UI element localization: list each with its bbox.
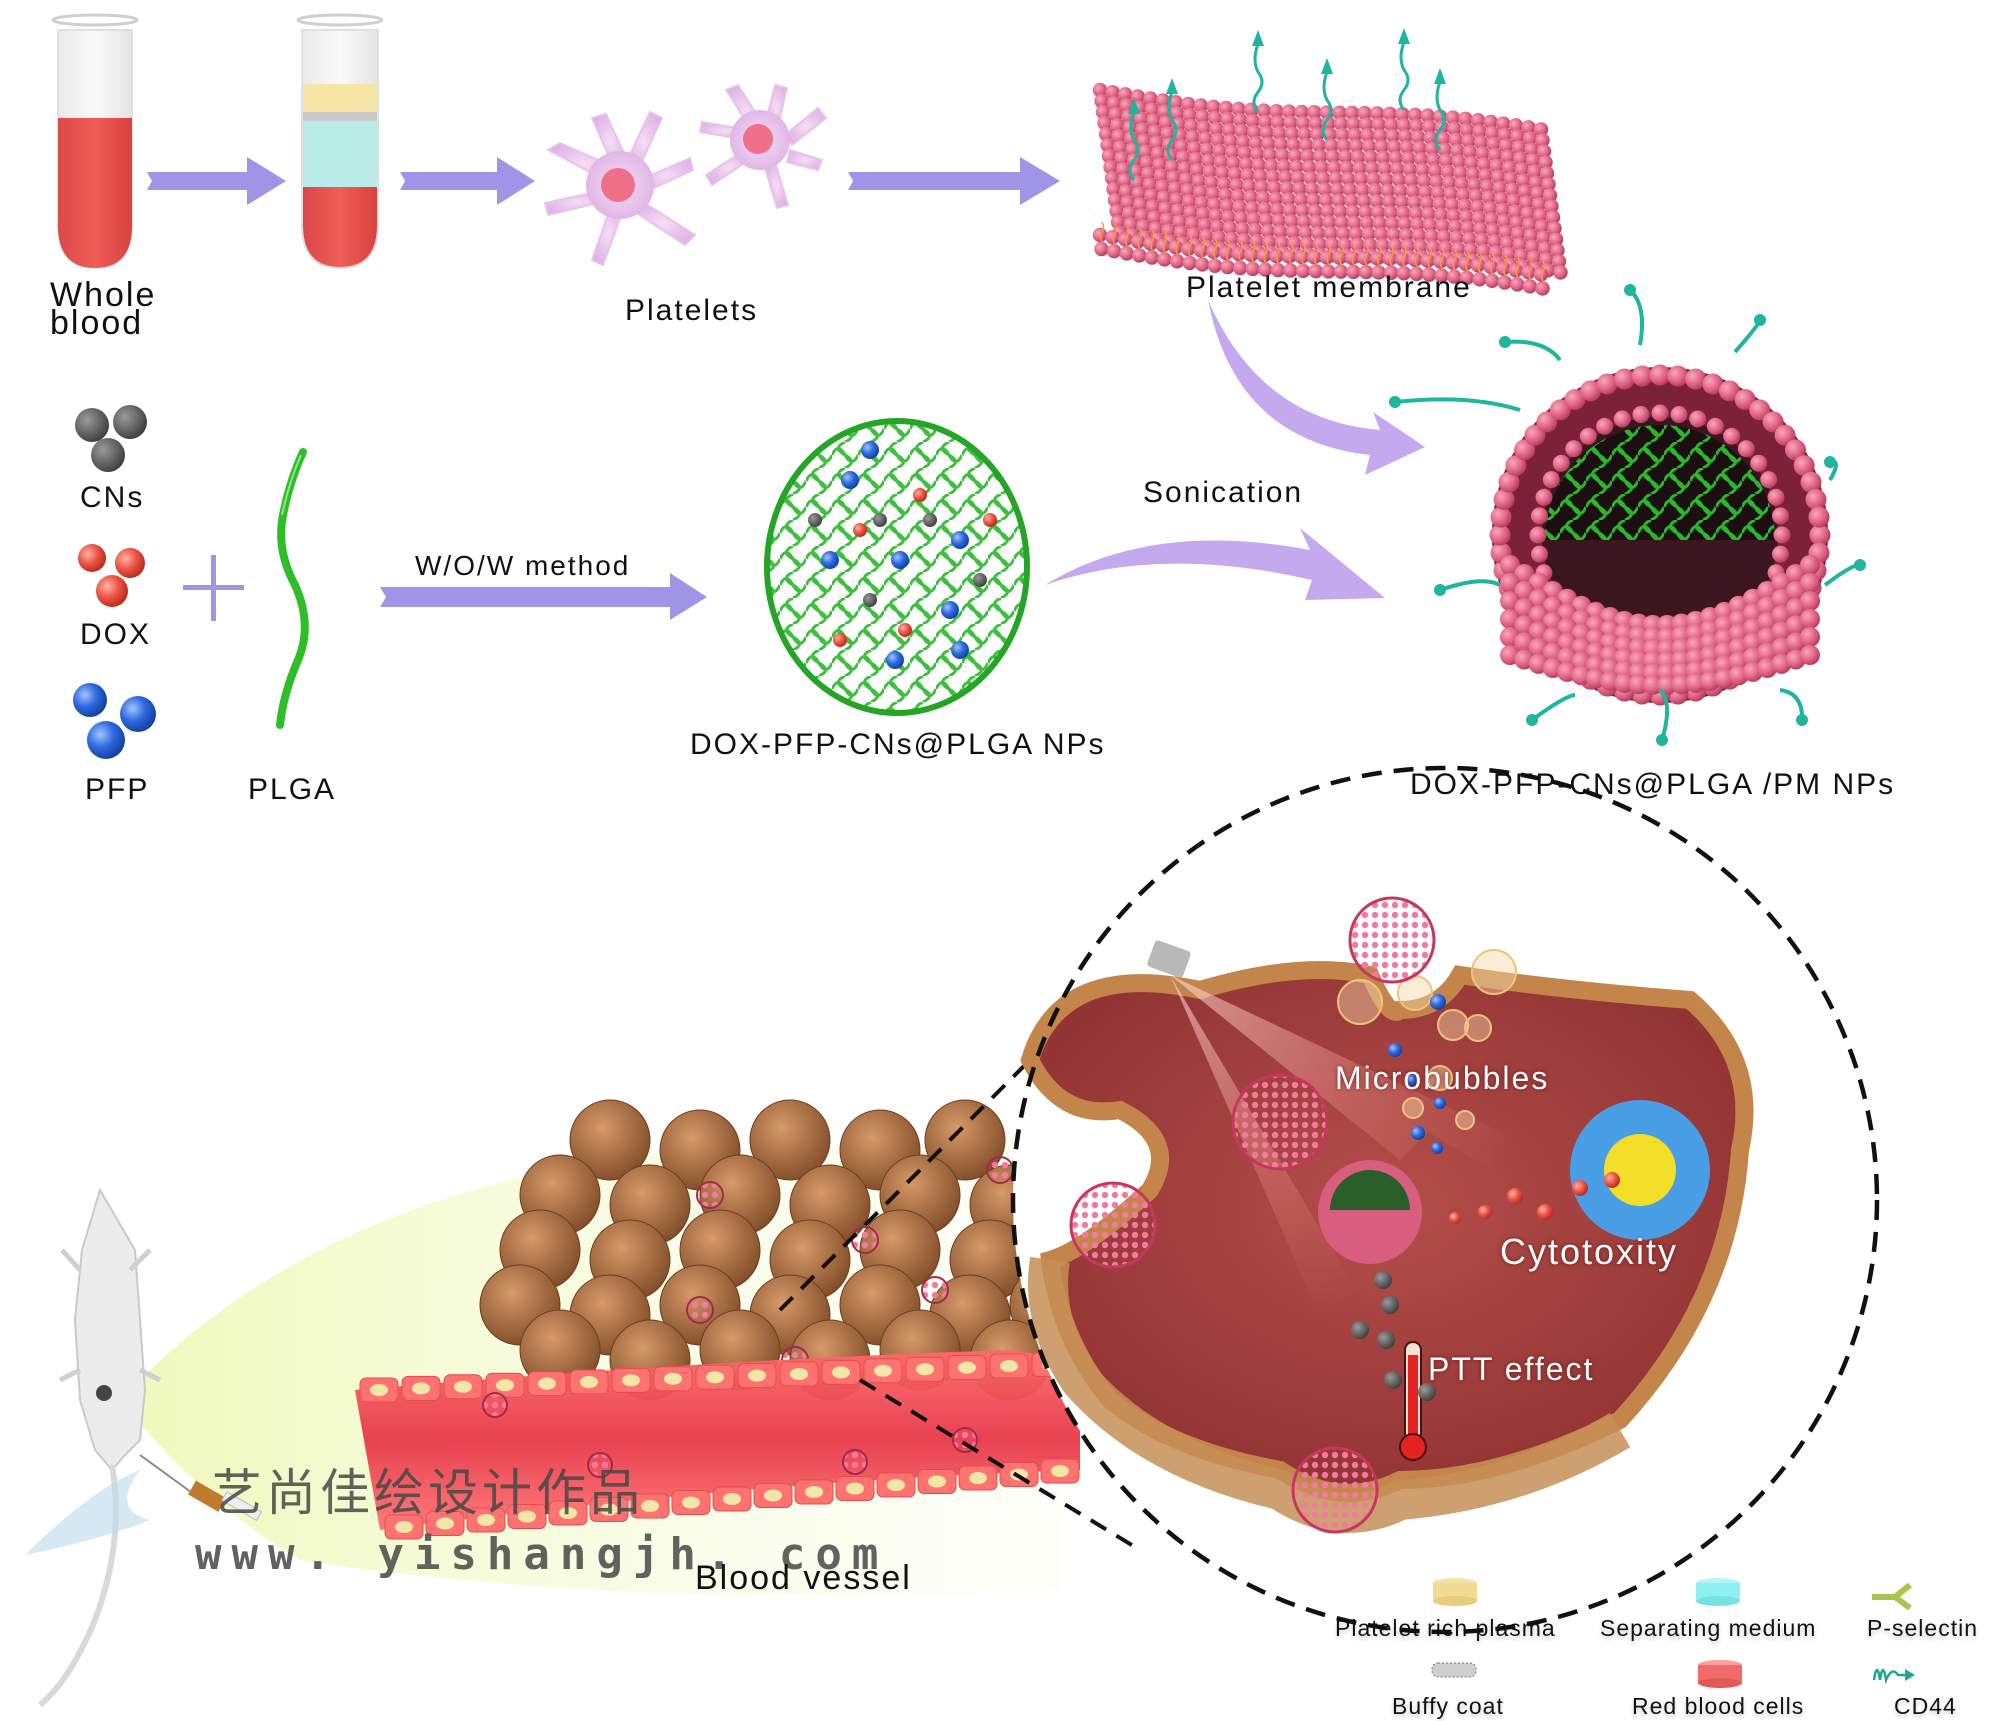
legend-label-platelet-rich-plasma: Platelet rich plasma (1335, 1615, 1556, 1641)
pfp-spheres (73, 683, 156, 759)
wow-method-label: W/O/W method (415, 550, 631, 581)
whole-blood-label-line2: blood (50, 303, 144, 342)
nanoparticle (921, 1276, 949, 1304)
pfp-label: PFP (85, 773, 150, 806)
red-disc-icon (1698, 1660, 1742, 1688)
curved-arrow-sonication (1045, 528, 1385, 600)
cd44-marker (1398, 41, 1410, 111)
platelet-membrane-label: Platelet membrane (1186, 271, 1472, 304)
cd44-marker (1321, 71, 1333, 141)
legend-label-red-blood-cells: Red blood cells (1632, 1693, 1805, 1719)
tumor-cell (569, 1099, 651, 1181)
cns-label: CNs (80, 481, 145, 514)
cyan-disc-icon (1696, 1578, 1740, 1606)
final-np-label: DOX-PFP-CNs@PLGA /PM NPs (1410, 768, 1896, 801)
process-arrow-1 (147, 157, 286, 205)
cd44-antenna (1658, 688, 1669, 741)
plasma-layer (303, 84, 377, 112)
laser-emitter (1147, 940, 1191, 978)
buffy-coat-layer (303, 112, 377, 121)
np-side-pocket (1069, 1181, 1157, 1269)
process-arrow-3 (848, 157, 1060, 205)
syringe (139, 1454, 263, 1522)
ptt-effect-label: PTT effect (1428, 1351, 1595, 1387)
legend-icons (1431, 1578, 1915, 1688)
watermark-url: www. yishangjh. com (195, 1529, 889, 1580)
core-np-sphere (764, 418, 1030, 716)
cd44-antenna (1394, 397, 1521, 412)
np-bottom (1291, 1446, 1379, 1534)
blood-vessel (355, 1350, 1080, 1540)
rbc-layer (303, 187, 377, 267)
legend-label-separating-medium: Separating medium (1600, 1615, 1817, 1641)
speckled-disc-icon (1431, 1662, 1477, 1678)
plga-label: PLGA (248, 773, 337, 806)
cd44-antenna (1733, 319, 1762, 354)
cd44-antenna (1504, 339, 1562, 362)
cd44-antenna (1530, 693, 1576, 722)
watermark-logo (25, 1470, 150, 1555)
platelet-membrane-bilayer (1092, 28, 1568, 296)
curved-arrow-membrane (1208, 300, 1425, 475)
platelet-1 (543, 110, 697, 267)
cd44-marker (1128, 111, 1140, 181)
circulating-nanoparticle (482, 1392, 508, 1418)
whole-blood-tube (51, 13, 139, 270)
np-in-vesicle (1231, 1073, 1329, 1171)
separating-medium-layer (303, 121, 377, 187)
whole-blood-label: Whole blood (50, 276, 157, 342)
circulating-nanoparticle (842, 1449, 868, 1475)
cd44-marker (1166, 91, 1178, 161)
cd44-antenna (1628, 288, 1644, 346)
y-shaped-receptor-icon (1872, 1582, 1912, 1611)
microbubbles-label: Microbubbles (1335, 1060, 1550, 1096)
plga-strand (276, 448, 309, 729)
watermark-chinese: 艺尚佳绘设计作品 (212, 1464, 644, 1522)
circulating-nanoparticle (587, 1452, 613, 1478)
cd44-marker (1434, 81, 1446, 151)
final-np (1389, 284, 1866, 746)
plus-icon (183, 555, 244, 621)
platelet-2 (698, 83, 828, 210)
blood-vessel-label: Blood vessel (695, 1559, 912, 1597)
cd44-marker (1252, 43, 1264, 113)
magnified-tumor-cell (1010, 765, 1880, 1635)
nanoparticle (696, 1181, 724, 1209)
cytotoxity-label: Cytotoxity (1500, 1231, 1679, 1272)
sonication-label: Sonication (1143, 476, 1304, 509)
tumor-cell (924, 1099, 1006, 1181)
cd44-antenna (1439, 579, 1501, 592)
magnifier-circle (1010, 765, 1880, 1635)
tumor-cell (749, 1099, 831, 1181)
core-np-label: DOX-PFP-CNs@PLGA NPs (690, 728, 1106, 761)
nanoparticle (986, 1156, 1014, 1184)
platelets-label: Platelets (625, 294, 759, 327)
dox-spheres (78, 544, 145, 607)
centrifuged-tube (296, 13, 384, 270)
legend-label-buffy-coat: Buffy coat (1392, 1693, 1504, 1719)
dox-label: DOX (80, 618, 152, 651)
nanoparticle (686, 1296, 714, 1324)
whole-blood-label-line1: Whole (50, 276, 157, 314)
cns-spheres (75, 405, 147, 472)
process-arrow-2 (400, 157, 535, 205)
nanoparticle (851, 1226, 879, 1254)
yellow-disc-icon (1433, 1578, 1477, 1606)
np-on-surface (1348, 896, 1436, 984)
legend-label-p-selectin: P-selectin (1867, 1615, 1978, 1641)
legend-label-cd44: CD44 (1894, 1693, 1957, 1719)
wavy-arrow-icon (1872, 1668, 1915, 1685)
wow-arrow (380, 573, 707, 620)
